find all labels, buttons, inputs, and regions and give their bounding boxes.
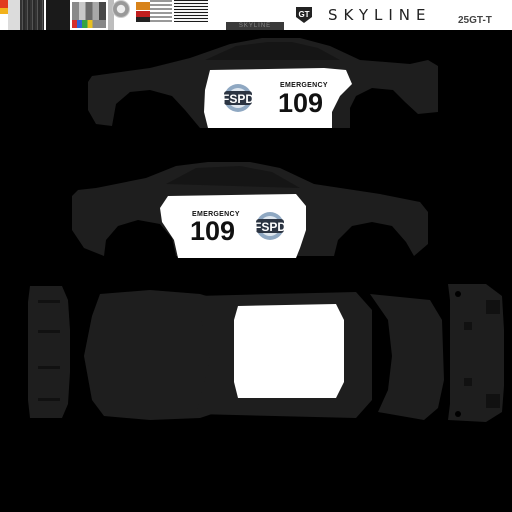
swatch-gray-text: [150, 0, 172, 22]
swatch-gray-2: [108, 0, 114, 30]
swatch-color-chips: [72, 20, 106, 28]
car-side-left: FSPD EMERGENCY 109: [72, 162, 428, 258]
fspd-seal-icon: FSPD: [222, 84, 254, 112]
side-left-white-panel: [160, 194, 306, 258]
swatch-yellow: [0, 8, 8, 14]
swatch-noise: [20, 0, 44, 30]
car-rear-bumper: [448, 284, 504, 422]
side-left-windows: [166, 166, 300, 188]
trim-badge: 25GT-T: [458, 15, 492, 26]
emergency-label-left: EMERGENCY: [192, 211, 240, 218]
roof-white-panel: [234, 304, 344, 398]
swatch-orange-block: [136, 2, 150, 10]
swatch-red-orange: [0, 0, 8, 8]
side-right-white-panel: [204, 68, 352, 128]
license-plate-area: SKYLINE: [226, 22, 284, 30]
side-right-windows: [205, 42, 340, 60]
car-side-right: FSPD EMERGENCY 109: [88, 38, 438, 128]
unit-number-right: 109: [278, 88, 323, 118]
gt-badge-text: GT: [298, 10, 309, 19]
skyline-wordmark: SKYLINE: [328, 6, 432, 24]
car-roof-top: [196, 292, 372, 418]
emergency-label-right: EMERGENCY: [280, 82, 328, 89]
fspd-seal-icon: FSPD: [254, 212, 286, 240]
fspd-text-left: FSPD: [254, 220, 286, 234]
gt-badge-icon: GT: [294, 6, 314, 24]
texture-header-strip: GT SKYLINE 25GT-T SKYLINE: [0, 0, 512, 30]
car-trunk-top: [370, 294, 444, 420]
swatch-black-small: [136, 17, 150, 22]
plate-text: SKYLINE: [238, 23, 272, 29]
swatch-stripes: [174, 0, 208, 22]
swatch-color-bars: [72, 2, 106, 20]
swatch-red-block: [136, 11, 150, 17]
fspd-text-right: FSPD: [222, 92, 254, 106]
swatch-dark-gray: [8, 0, 20, 30]
unit-number-left: 109: [190, 216, 235, 246]
swatch-black-1: [46, 0, 70, 30]
wheel-icon: [112, 0, 130, 18]
car-hood-top: [84, 290, 220, 420]
car-front-bumper: [28, 286, 70, 418]
